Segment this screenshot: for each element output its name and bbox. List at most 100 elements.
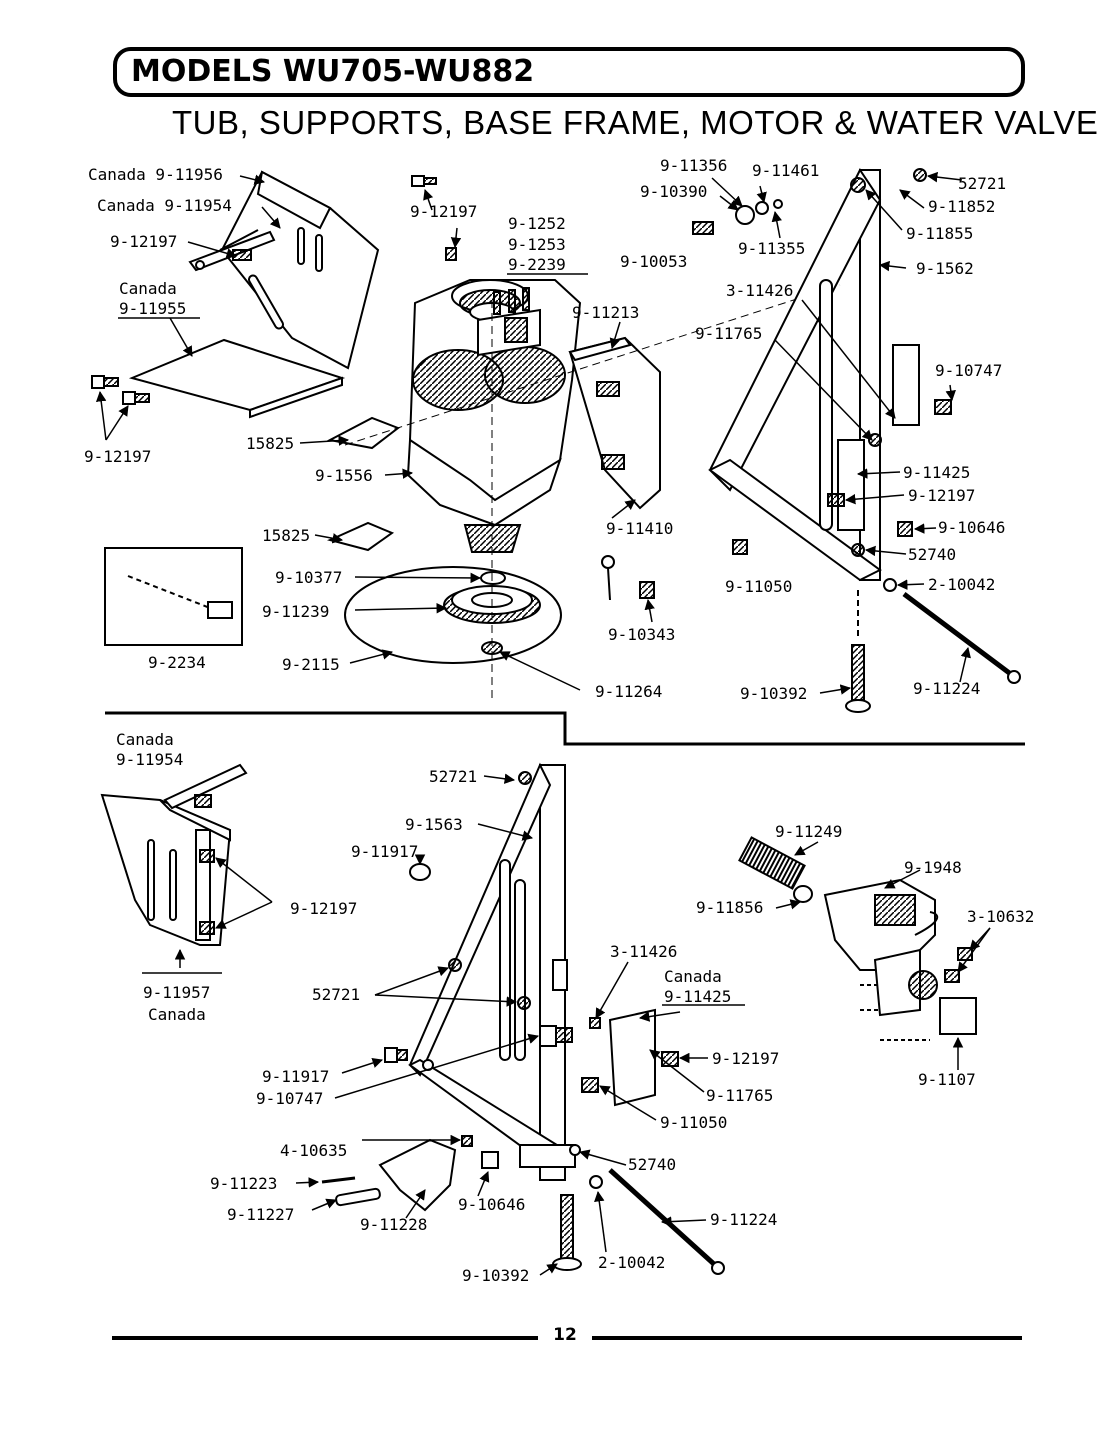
label-9-11224-a: 9-11224 — [913, 679, 980, 698]
label-9-11425-a: 9-11425 — [903, 463, 970, 482]
label-9-10392-a: 9-10392 — [740, 684, 807, 703]
label-9-2239: 9-2239 — [508, 255, 566, 274]
label-9-11223: 9-11223 — [210, 1174, 277, 1193]
page-number: 12 — [553, 1325, 577, 1345]
label-9-10390: 9-10390 — [640, 182, 707, 201]
label-9-11355: 9-11355 — [738, 239, 805, 258]
label-2-10042-a: 2-10042 — [928, 575, 995, 594]
label-15825-a: 15825 — [246, 434, 294, 453]
label-9-11856: 9-11856 — [696, 898, 763, 917]
label-9-11264: 9-11264 — [595, 682, 662, 701]
label-9-1252: 9-1252 — [508, 214, 566, 233]
label-9-11249: 9-11249 — [775, 822, 842, 841]
label-9-10747-b: 9-10747 — [256, 1089, 323, 1108]
part-labels: Canada 9-11956 Canada 9-11954 9-12197 Ca… — [84, 156, 1034, 1285]
canada-cover-plate — [128, 338, 346, 419]
label-9-1253: 9-1253 — [508, 235, 566, 254]
motor-switch-9-1252 — [477, 287, 541, 357]
label-9-11852: 9-11852 — [928, 197, 995, 216]
bracket-4-10635 — [321, 1138, 457, 1212]
label-9-11765-a: 9-11765 — [695, 324, 762, 343]
label-9-11050-b: 9-11050 — [660, 1113, 727, 1132]
frame-hardware-bottom — [384, 863, 679, 1169]
wire-harness-inset-9-2234 — [104, 547, 243, 646]
label-9-11227: 9-11227 — [227, 1205, 294, 1224]
label-9-12197-d: 9-12197 — [908, 486, 975, 505]
label-9-10053: 9-10053 — [620, 252, 687, 271]
motor-mount-bracket-9-11213 — [568, 336, 661, 510]
label-canada-b: Canada — [116, 730, 174, 749]
label-9-11239: 9-11239 — [262, 602, 329, 621]
label-9-11957: 9-11957 — [143, 983, 210, 1002]
label-9-11461: 9-11461 — [752, 161, 819, 180]
water-valve-9-1948 — [738, 836, 977, 1041]
label-9-10377: 9-10377 — [275, 568, 342, 587]
label-9-1948: 9-1948 — [904, 858, 962, 877]
label-9-11855: 9-11855 — [906, 224, 973, 243]
ground-wire-9-10343 — [601, 555, 655, 601]
leader-lines — [95, 171, 991, 1276]
label-2-10042-b: 2-10042 — [598, 1253, 665, 1272]
tie-rod-9-11224-top — [902, 592, 1021, 684]
label-9-11954-b: 9-11954 — [116, 750, 183, 769]
label-canada-9-11954-top: Canada 9-11954 — [97, 196, 232, 215]
leveling-bolt-9-10392-top — [845, 590, 871, 713]
label-canada-a: Canada — [119, 279, 177, 298]
label-52740-a: 52740 — [908, 545, 956, 564]
label-9-10646-b: 9-10646 — [458, 1195, 525, 1214]
screw-9-12197-set-a — [91, 175, 457, 405]
label-4-10635: 4-10635 — [280, 1141, 347, 1160]
label-3-10632: 3-10632 — [967, 907, 1034, 926]
label-9-2234: 9-2234 — [148, 653, 206, 672]
label-3-11426-a: 3-11426 — [726, 281, 793, 300]
label-9-12197-c: 9-12197 — [410, 202, 477, 221]
label-canada-9-11956: Canada 9-11956 — [88, 165, 223, 184]
label-9-10646-a: 9-10646 — [938, 518, 1005, 537]
tub-support-bracket-bottom — [100, 763, 248, 946]
label-9-11955: 9-11955 — [119, 299, 186, 318]
label-9-11410: 9-11410 — [606, 519, 673, 538]
label-15825-b: 15825 — [262, 526, 310, 545]
label-9-10343: 9-10343 — [608, 625, 675, 644]
label-52721-c: 52721 — [312, 985, 360, 1004]
tub-support-bracket-top — [188, 170, 380, 370]
leveling-bolt-9-10392-bottom — [552, 1175, 603, 1271]
base-frame-9-1563 — [408, 762, 576, 1181]
label-9-11228: 9-11228 — [360, 1215, 427, 1234]
label-9-1563: 9-1563 — [405, 815, 463, 834]
label-9-2115: 9-2115 — [282, 655, 340, 674]
section-subtitle: TUB, SUPPORTS, BASE FRAME, MOTOR & WATER… — [172, 104, 1099, 141]
label-52721-b: 52721 — [429, 767, 477, 786]
label-9-1562: 9-1562 — [916, 259, 974, 278]
label-9-11917-b: 9-11917 — [262, 1067, 329, 1086]
label-9-11917-a: 9-11917 — [351, 842, 418, 861]
label-52740-b: 52740 — [628, 1155, 676, 1174]
label-underlines — [118, 273, 745, 1006]
frame-hardware-top-right — [692, 168, 952, 592]
label-3-11426-b: 3-11426 — [610, 942, 677, 961]
label-52721-a: 52721 — [958, 174, 1006, 193]
label-9-11765-b: 9-11765 — [706, 1086, 773, 1105]
label-canada-c: Canada — [148, 1005, 206, 1024]
models-title-banner: MODELS WU705-WU882 — [113, 47, 1025, 97]
label-9-1556: 9-1556 — [315, 466, 373, 485]
drive-belt-9-2115 — [344, 566, 562, 664]
label-canada-d: Canada — [664, 967, 722, 986]
label-9-10747-a: 9-10747 — [935, 361, 1002, 380]
label-9-11213: 9-11213 — [572, 303, 639, 322]
motor-mount-centerline — [344, 284, 841, 446]
base-frame-9-1562 — [708, 168, 920, 582]
label-9-11050-a: 9-11050 — [725, 577, 792, 596]
label-9-12197-f: 9-12197 — [712, 1049, 779, 1068]
section-divider-line — [105, 711, 1025, 746]
label-9-11224-b: 9-11224 — [710, 1210, 777, 1229]
label-9-10392-b: 9-10392 — [462, 1266, 529, 1285]
label-9-11356: 9-11356 — [660, 156, 727, 175]
label-9-12197-b: 9-12197 — [84, 447, 151, 466]
label-9-1107: 9-1107 — [918, 1070, 976, 1089]
label-9-12197-a: 9-12197 — [110, 232, 177, 251]
label-9-12197-e: 9-12197 — [290, 899, 357, 918]
label-9-11425-b: 9-11425 — [664, 987, 731, 1006]
